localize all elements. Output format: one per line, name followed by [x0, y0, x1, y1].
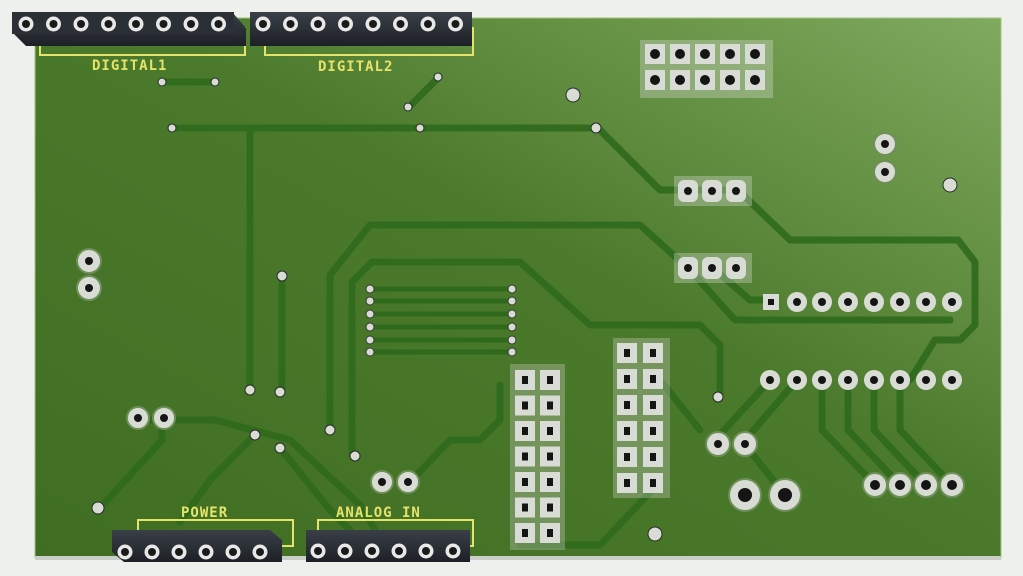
three-pin-header-top: [674, 176, 752, 206]
pad-hole: [522, 503, 528, 512]
header-socket-hole: [286, 20, 295, 28]
pad-hole: [624, 427, 630, 435]
header-socket-hole: [259, 20, 267, 28]
pin-header-icon: [640, 40, 773, 98]
pad-hole: [547, 478, 553, 486]
via-icon: [942, 177, 958, 193]
digital2-label: DIGITAL2: [318, 59, 393, 75]
header-holes: [18, 16, 463, 560]
power-label: POWER: [181, 505, 228, 521]
pad-hole: [547, 401, 553, 410]
pad-hole: [650, 479, 656, 487]
pad-hole: [650, 349, 656, 357]
pad-hole: [624, 349, 630, 357]
round-pad-holes: [85, 140, 957, 502]
via-icon: [712, 391, 724, 403]
pad-hole: [547, 529, 553, 537]
via-icon: [324, 424, 336, 436]
header-socket-hole: [159, 20, 168, 28]
via-icon: [590, 122, 602, 134]
pad-hole: [522, 376, 528, 384]
via-icon: [403, 102, 413, 112]
header-socket-hole: [132, 20, 140, 28]
via-icon: [647, 526, 663, 542]
header-socket-hole: [175, 548, 183, 556]
pad-hole: [547, 452, 553, 461]
pad-hole: [650, 427, 656, 435]
header-socket-hole: [422, 547, 430, 555]
pad-hole: [522, 529, 528, 537]
pad-hole: [522, 401, 528, 410]
pad-hole: [624, 479, 630, 487]
pad-hole: [624, 401, 630, 409]
header-socket-hole: [22, 20, 30, 28]
header-socket-hole: [214, 20, 223, 28]
header-socket-hole: [395, 547, 403, 555]
header-socket-hole: [341, 547, 349, 555]
pcb-board: [34, 17, 1002, 559]
header-socket-hole: [77, 20, 85, 28]
analog-in-label: ANALOG IN: [336, 505, 421, 521]
pad-hole: [547, 427, 553, 435]
header-socket-hole: [449, 547, 457, 555]
digital1-label: DIGITAL1: [92, 58, 167, 74]
header-socket-hole: [314, 20, 322, 28]
ribbon-vias: [365, 284, 517, 357]
header-socket-hole: [229, 548, 237, 556]
header-socket-hole: [396, 20, 405, 28]
via-icon: [157, 77, 167, 87]
via-icon: [249, 429, 261, 441]
pad-hole: [547, 376, 553, 384]
header-socket-hole: [104, 20, 113, 28]
header-socket-hole: [121, 548, 129, 556]
pcb-board-shadow: [35, 556, 1001, 560]
pad-hole: [624, 453, 630, 461]
ic-pads-bottom-row: [760, 370, 962, 390]
ic-pads-top-row: [763, 292, 962, 312]
pad-hole: [650, 375, 656, 383]
pad-hole: [522, 478, 528, 486]
via-icon: [210, 77, 220, 87]
grid-pads: [515, 343, 663, 543]
header-socket-hole: [424, 20, 432, 28]
via-icon: [276, 270, 288, 282]
header-socket-hole: [368, 547, 376, 555]
header-socket-hole: [49, 20, 58, 28]
pad-hole: [650, 401, 656, 409]
pad-hole: [522, 427, 528, 435]
pad-hole: [547, 503, 553, 512]
via-icon: [415, 123, 425, 133]
via-icon: [349, 450, 361, 462]
vias: [91, 72, 958, 542]
header-socket-hole: [202, 548, 210, 556]
pad-grid-right: [613, 338, 670, 498]
via-icon: [565, 87, 581, 103]
header-socket-hole: [256, 548, 264, 556]
pad-hole: [624, 375, 630, 383]
header-socket-hole: [187, 20, 195, 28]
header-socket-hole: [148, 548, 156, 556]
via-icon: [91, 501, 105, 515]
header-socket-hole: [451, 20, 460, 28]
pad-hole: [650, 453, 656, 461]
header-socket-hole: [341, 20, 350, 28]
via-icon: [244, 384, 256, 396]
via-icon: [274, 442, 286, 454]
three-pin-header-mid: [674, 253, 752, 283]
ribbon-traces: [367, 286, 515, 355]
via-icon: [167, 123, 177, 133]
pad-hole: [522, 452, 528, 461]
via-icon: [433, 72, 443, 82]
via-icon: [274, 386, 286, 398]
header-socket-hole: [369, 20, 377, 28]
header-socket-hole: [314, 547, 322, 555]
